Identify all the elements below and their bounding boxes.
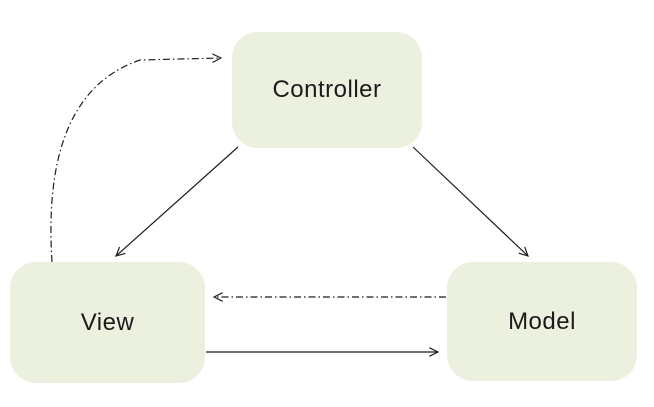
node-view: View — [10, 262, 205, 383]
node-model: Model — [447, 262, 637, 381]
node-controller-label: Controller — [272, 76, 382, 103]
node-controller: Controller — [232, 32, 422, 148]
edge-controller-to-model-arrow — [412, 146, 528, 256]
edge-controller-to-view-arrow — [116, 146, 239, 256]
node-view-label: View — [80, 308, 135, 336]
node-model-label: Model — [508, 307, 576, 335]
edge-view-to-controller-arrow — [50, 58, 221, 263]
